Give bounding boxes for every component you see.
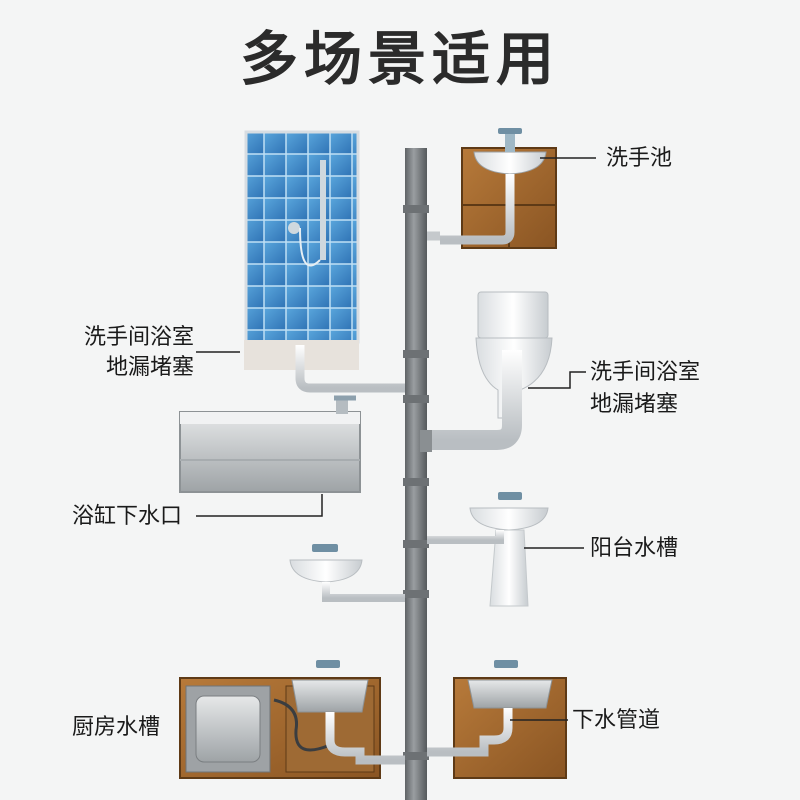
bathtub (179, 395, 405, 496)
leader-toilet (528, 371, 586, 389)
label-kitchen: 厨房水槽 (72, 715, 161, 740)
main-drain-pipe (403, 148, 429, 800)
page-title: 多场景适用 (239, 25, 560, 93)
label-sink-top: 洗手池 (606, 146, 673, 171)
label-shower-line2: 地漏堵塞 (105, 355, 194, 380)
label-toilet-line1: 洗手间浴室 (590, 360, 701, 385)
wash-basin-cabinet (427, 128, 557, 249)
label-balcony: 阳台水槽 (590, 536, 679, 561)
label-toilet-line2: 地漏堵塞 (590, 392, 679, 417)
kitchen-cabinet (179, 660, 405, 779)
shower-wall (244, 130, 405, 393)
toilet (420, 291, 553, 452)
wall-sink (289, 544, 405, 602)
pedestal-sink (427, 492, 549, 607)
label-bathtub: 浴缸下水口 (72, 504, 183, 529)
label-drain-pipe: 下水管道 (572, 708, 661, 733)
label-shower-line1: 洗手间浴室 (83, 325, 194, 350)
cabinet-sink (427, 660, 567, 779)
leader-bathtub (196, 494, 323, 517)
